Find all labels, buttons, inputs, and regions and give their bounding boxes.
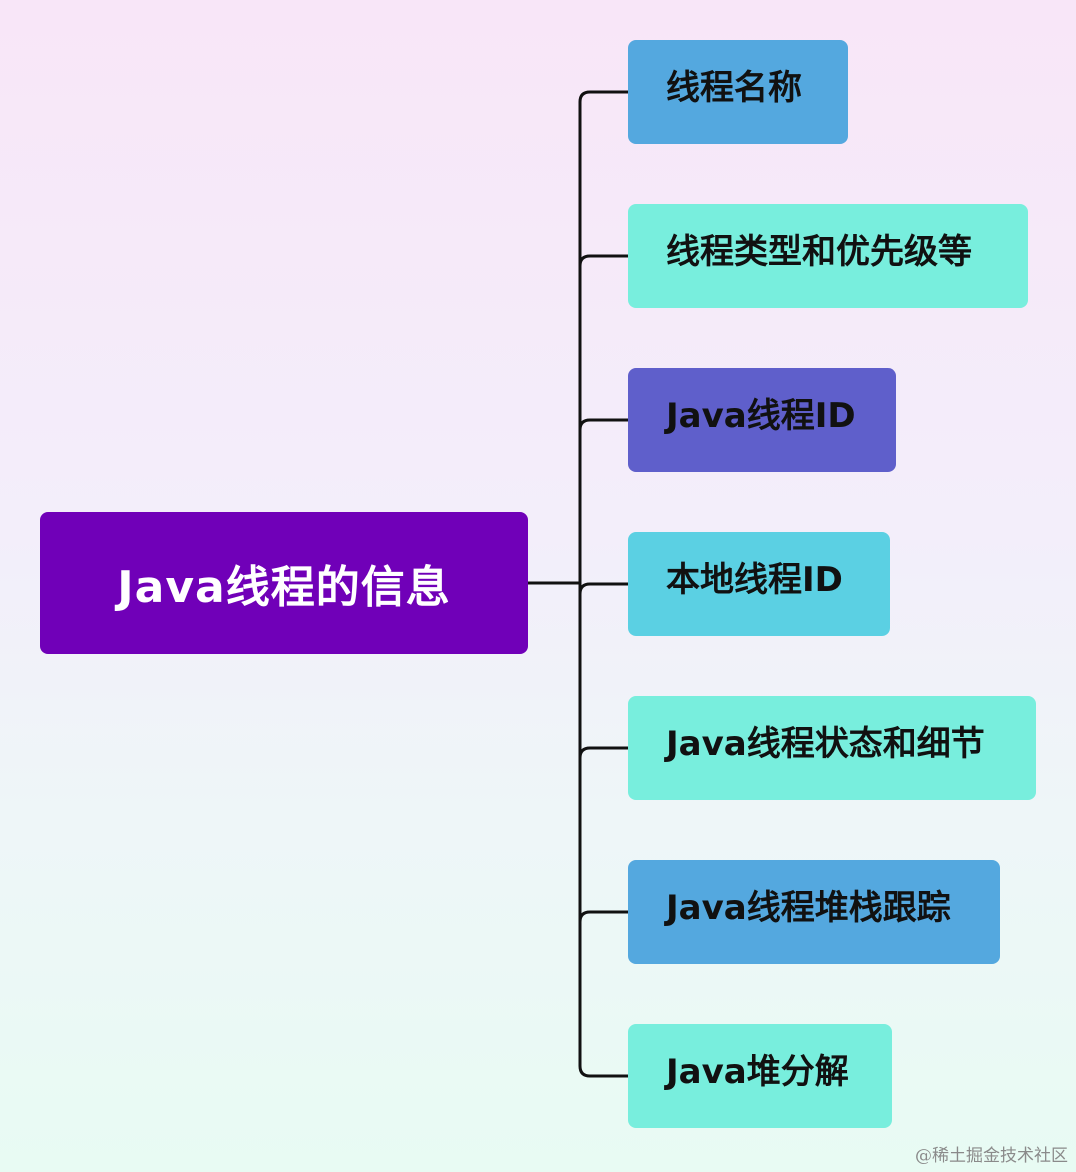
child-node-label: 本地线程ID	[666, 559, 843, 600]
branch-connector	[578, 90, 628, 103]
child-node-thread-name: 线程名称	[628, 40, 848, 144]
child-node-java-thread-id: Java线程ID	[628, 368, 896, 472]
branch-connector	[578, 418, 628, 431]
branch-connector	[578, 254, 628, 267]
branch-connector	[578, 1065, 628, 1078]
child-node-thread-stack-trace: Java线程堆栈跟踪	[628, 860, 1000, 964]
child-node-thread-type-priority: 线程类型和优先级等	[628, 204, 1028, 308]
root-node: Java线程的信息	[40, 512, 528, 654]
branch-connector	[578, 746, 628, 759]
child-node-label: Java线程状态和细节	[666, 723, 985, 764]
child-node-java-heap-breakdown: Java堆分解	[628, 1024, 892, 1128]
child-node-label: Java线程堆栈跟踪	[666, 887, 951, 928]
root-node-label: Java线程的信息	[117, 562, 451, 613]
branch-connector	[578, 910, 628, 923]
child-node-thread-state-details: Java线程状态和细节	[628, 696, 1036, 800]
child-node-label: 线程名称	[666, 67, 802, 108]
child-node-label: Java堆分解	[666, 1051, 849, 1092]
child-node-label: 线程类型和优先级等	[666, 231, 972, 272]
child-node-label: Java线程ID	[666, 395, 856, 436]
watermark: @稀土掘金技术社区	[915, 1146, 1068, 1166]
child-node-native-thread-id: 本地线程ID	[628, 532, 890, 636]
branch-connector	[578, 582, 628, 595]
